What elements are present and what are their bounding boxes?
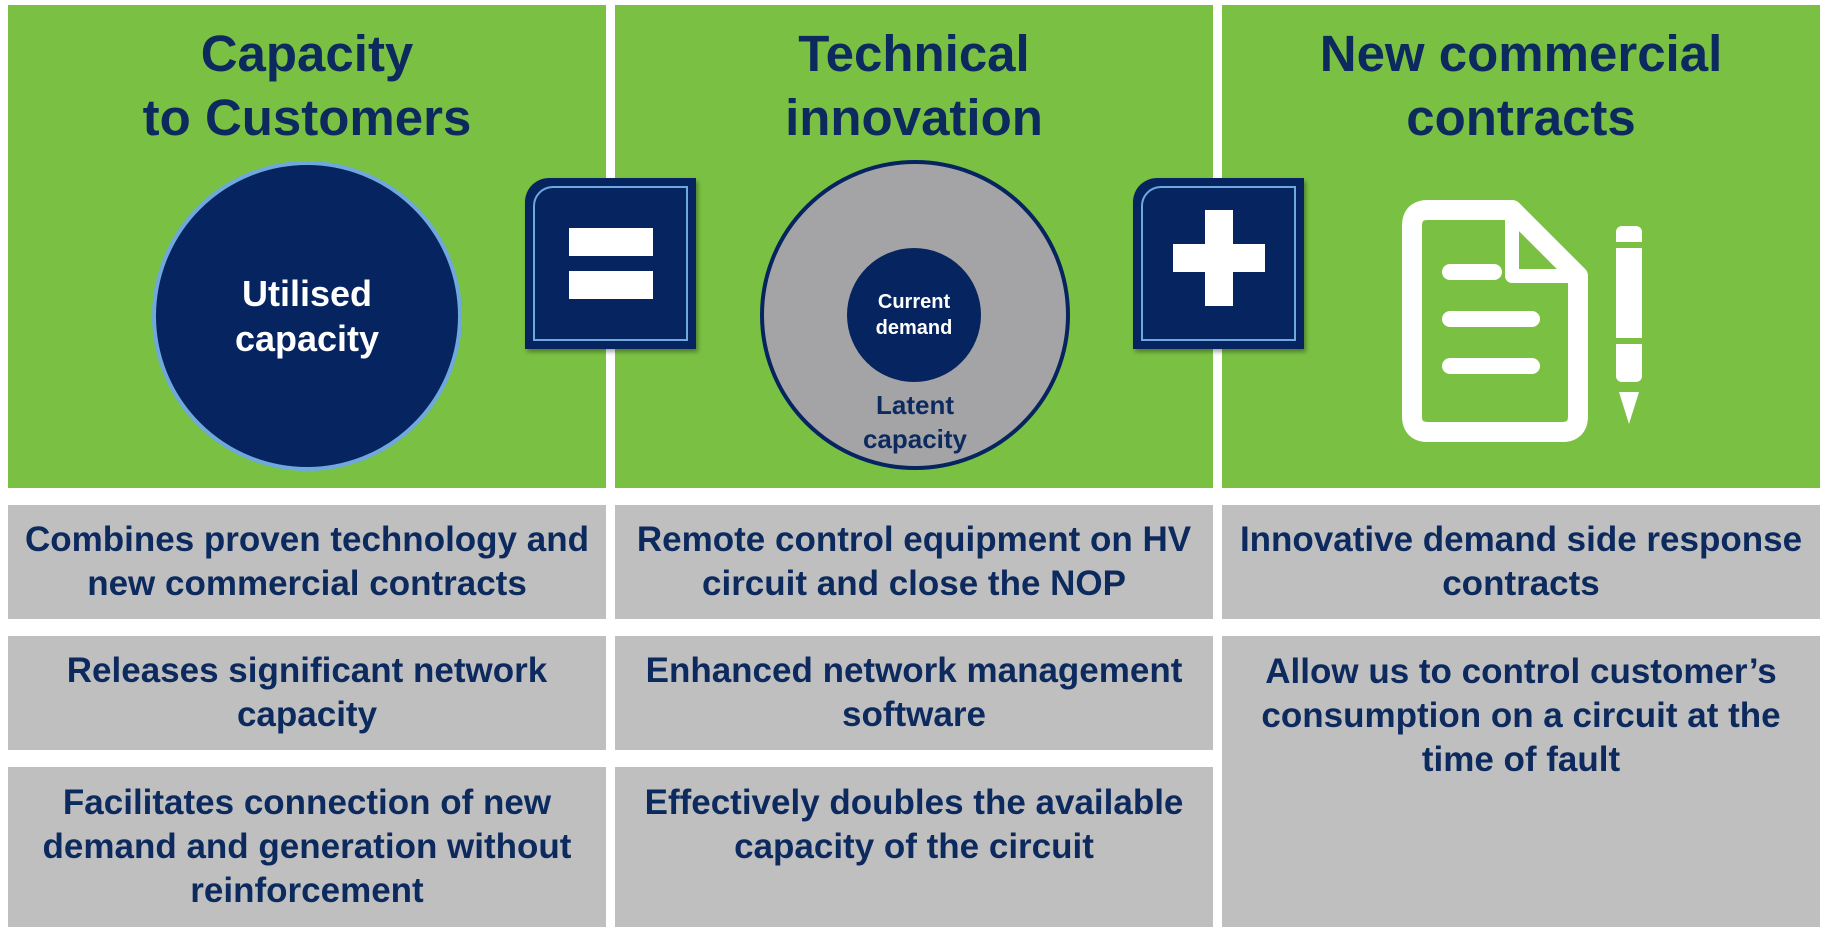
technical-cell-2: Enhanced network management software xyxy=(615,636,1213,750)
latent-capacity-label: Latent capacity xyxy=(862,390,968,454)
current-demand-label: Current xyxy=(877,291,951,313)
panel-commercial xyxy=(1222,5,1820,488)
capacity-cell-3: Facilitates connection of new demand and… xyxy=(8,767,606,927)
commercial-cell-1: Innovative demand side response contract… xyxy=(1222,505,1820,619)
utilised-capacity-circle: Utilised capacity xyxy=(152,161,462,471)
capacity-cell-1: Combines proven technology and new comme… xyxy=(8,505,606,619)
technical-cell-3: Effectively doubles the available capaci… xyxy=(615,767,1213,927)
equals-icon xyxy=(569,228,653,299)
utilised-capacity-label: Utilised xyxy=(241,273,373,314)
capacity-cell-2: Releases significant network capacity xyxy=(8,636,606,750)
equals-box xyxy=(525,178,696,349)
plus-box xyxy=(1133,178,1304,349)
current-demand-circle: Current demand xyxy=(847,248,981,382)
plus-icon xyxy=(1173,210,1265,306)
commercial-cell-2: Allow us to control customer’s consumpti… xyxy=(1222,636,1820,927)
document-pen-icon xyxy=(1402,200,1642,442)
latent-capacity-circle xyxy=(760,160,1070,470)
technical-cell-1: Remote control equipment on HV circuit a… xyxy=(615,505,1213,619)
